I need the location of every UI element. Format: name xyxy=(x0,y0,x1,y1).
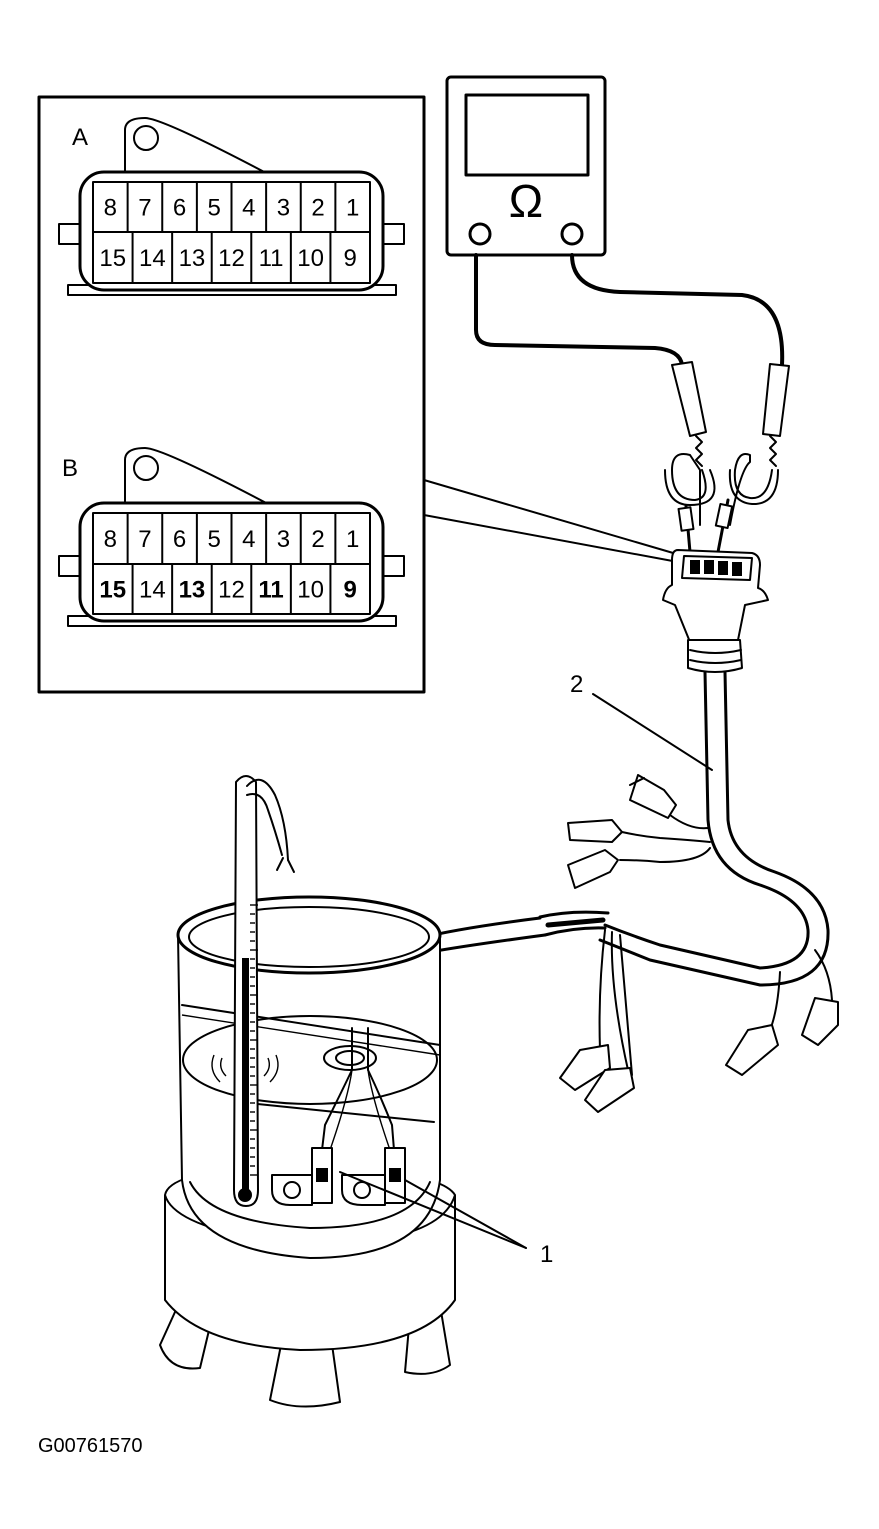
ohmmeter-jack-left xyxy=(468,222,492,246)
pin-number: 8 xyxy=(104,195,117,222)
callout-2: 2 xyxy=(570,671,713,771)
pin-number: 12 xyxy=(218,577,245,604)
harness-terminal xyxy=(584,1067,635,1113)
harness-terminal xyxy=(567,819,623,843)
harness-terminal xyxy=(629,774,677,819)
inset-leader-lower xyxy=(423,514,679,563)
pin-number: 9 xyxy=(344,245,357,272)
inset-frame xyxy=(37,95,426,694)
connector-a-mount-tab xyxy=(124,117,271,176)
connector-b-mount-hole xyxy=(133,455,159,481)
ohmmeter-display xyxy=(464,93,590,177)
water-surface xyxy=(182,1015,438,1105)
figure-id: G00761570 xyxy=(38,1435,143,1457)
pin-number: 3 xyxy=(277,195,290,222)
ohmmeter-jack-right xyxy=(560,222,584,246)
pin-number: 7 xyxy=(138,195,151,222)
pin-number: 9 xyxy=(344,577,357,604)
pin-number: 1 xyxy=(346,195,359,222)
pin-number: 7 xyxy=(138,526,151,553)
pin-number: 5 xyxy=(208,195,221,222)
pin-number: 15 xyxy=(99,245,126,272)
test-lead-left xyxy=(474,253,684,367)
pin-number: 3 xyxy=(277,526,290,553)
pin-number: 14 xyxy=(139,577,166,604)
pin-number: 14 xyxy=(139,245,166,272)
beaker-wall xyxy=(177,934,441,1259)
callout-1: 1 xyxy=(339,1171,553,1268)
harness-connector xyxy=(662,549,769,673)
pin-number: 10 xyxy=(297,577,324,604)
callout-2-leader xyxy=(592,693,713,771)
beaker-rim-inner xyxy=(188,906,430,968)
pin-number: 1 xyxy=(346,526,359,553)
pin-number: 11 xyxy=(259,245,284,272)
harness-terminal xyxy=(567,849,619,889)
pin-number: 6 xyxy=(173,195,186,222)
inset-leader-upper xyxy=(423,479,681,556)
connector-b-label: B xyxy=(62,455,78,482)
pin-number: 13 xyxy=(179,577,206,604)
pin-number: 10 xyxy=(297,245,324,272)
callout-1-leader-right xyxy=(404,1179,527,1249)
connector-inset-panel xyxy=(37,95,681,694)
temperature-sensors xyxy=(271,1027,406,1206)
connector-a-label: A xyxy=(72,124,88,151)
pin-number: 6 xyxy=(173,526,186,553)
pin-number: 2 xyxy=(311,526,324,553)
pin-number: 4 xyxy=(242,195,255,222)
test-lead-right xyxy=(570,253,785,367)
pin-number: 12 xyxy=(218,245,245,272)
pin-number: 8 xyxy=(104,526,117,553)
pin-number: 5 xyxy=(208,526,221,553)
pin-number: 2 xyxy=(311,195,324,222)
connector-b-mount-tab xyxy=(124,447,271,506)
harness-terminal xyxy=(725,1024,779,1076)
pin-number: 4 xyxy=(242,526,255,553)
callout-1-label: 1 xyxy=(540,1241,553,1268)
harness-connector-boot xyxy=(687,639,743,673)
thermometer xyxy=(233,775,295,1207)
probe-right xyxy=(762,363,790,437)
ohmmeter-test-leads xyxy=(474,253,790,554)
callout-1-leader-left xyxy=(339,1171,527,1249)
pin-number: 15 xyxy=(99,577,126,604)
harness-terminal xyxy=(801,997,839,1046)
thermometer-mercury xyxy=(242,958,249,1190)
connector-a-mount-hole xyxy=(133,125,159,151)
pin-number: 11 xyxy=(258,577,283,604)
harness-terminal xyxy=(559,1044,611,1091)
probe-left xyxy=(671,361,707,437)
beaker-rim-outer xyxy=(176,895,442,975)
ohmmeter: Ω xyxy=(445,75,607,257)
ohm-symbol-icon: Ω xyxy=(509,175,543,227)
callout-2-label: 2 xyxy=(570,671,583,698)
pin-number: 13 xyxy=(179,245,206,272)
